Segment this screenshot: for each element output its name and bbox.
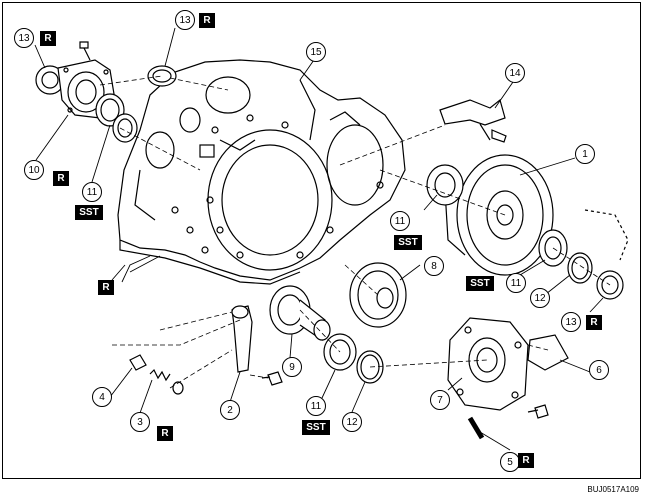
callout-10: 10 [24, 160, 44, 180]
tag-r-bottom-right: R [518, 453, 534, 468]
differential-assembly-1 [426, 154, 554, 276]
leader-lines [34, 27, 604, 451]
pin-5 [467, 416, 485, 440]
tag-r-bottom-left: R [157, 426, 173, 441]
callout-13-right: 13 [561, 312, 581, 332]
callout-11-center: 11 [390, 211, 410, 231]
tag-r-right: R [586, 315, 602, 330]
tag-r-top-left: R [40, 31, 56, 46]
callout-7: 7 [430, 390, 450, 410]
shaft-gear-9 [269, 285, 331, 342]
callout-6: 6 [589, 360, 609, 380]
callout-13-top-left: 13 [14, 28, 34, 48]
cover-7 [447, 317, 529, 411]
o-ring [172, 381, 184, 395]
plug-4 [129, 354, 147, 371]
bracket-6 [527, 334, 569, 371]
callout-2: 2 [220, 400, 240, 420]
transaxle-case [117, 59, 406, 285]
oil-seal-13-top [147, 65, 177, 87]
phantom-outline [584, 209, 629, 261]
callout-12-right: 12 [530, 288, 550, 308]
callout-8: 8 [424, 256, 444, 276]
bolt-lever [261, 371, 283, 386]
tag-r-case: R [98, 280, 114, 295]
tag-sst-right: SST [466, 276, 494, 291]
shim-12-right [567, 252, 593, 284]
callout-4: 4 [92, 387, 112, 407]
bearing-housing-10 [35, 59, 138, 143]
callout-11-bottom: 11 [306, 396, 326, 416]
reference-code: BUJ0517A109 [587, 485, 639, 494]
bolt-top-left [79, 41, 91, 61]
tag-r-top-center: R [199, 13, 215, 28]
callout-14: 14 [505, 63, 525, 83]
tag-sst-left: SST [75, 205, 103, 220]
callout-9: 9 [282, 357, 302, 377]
shift-lever-2 [231, 305, 253, 373]
tag-r-left: R [53, 171, 69, 186]
callout-11-right: 11 [506, 273, 526, 293]
diagram-frame [2, 2, 641, 479]
spring-3 [149, 368, 171, 382]
callout-13-top-center: 13 [175, 10, 195, 30]
callout-5: 5 [500, 452, 520, 472]
shift-bracket-14 [439, 98, 507, 143]
callout-11-left: 11 [82, 182, 102, 202]
callout-1: 1 [575, 144, 595, 164]
bolt-cover [527, 404, 549, 419]
callout-15: 15 [306, 42, 326, 62]
callout-12-bottom: 12 [342, 412, 362, 432]
callout-3: 3 [130, 412, 150, 432]
tag-sst-center: SST [394, 235, 422, 250]
assembly-lines [99, 75, 611, 389]
tag-sst-bottom: SST [302, 420, 330, 435]
